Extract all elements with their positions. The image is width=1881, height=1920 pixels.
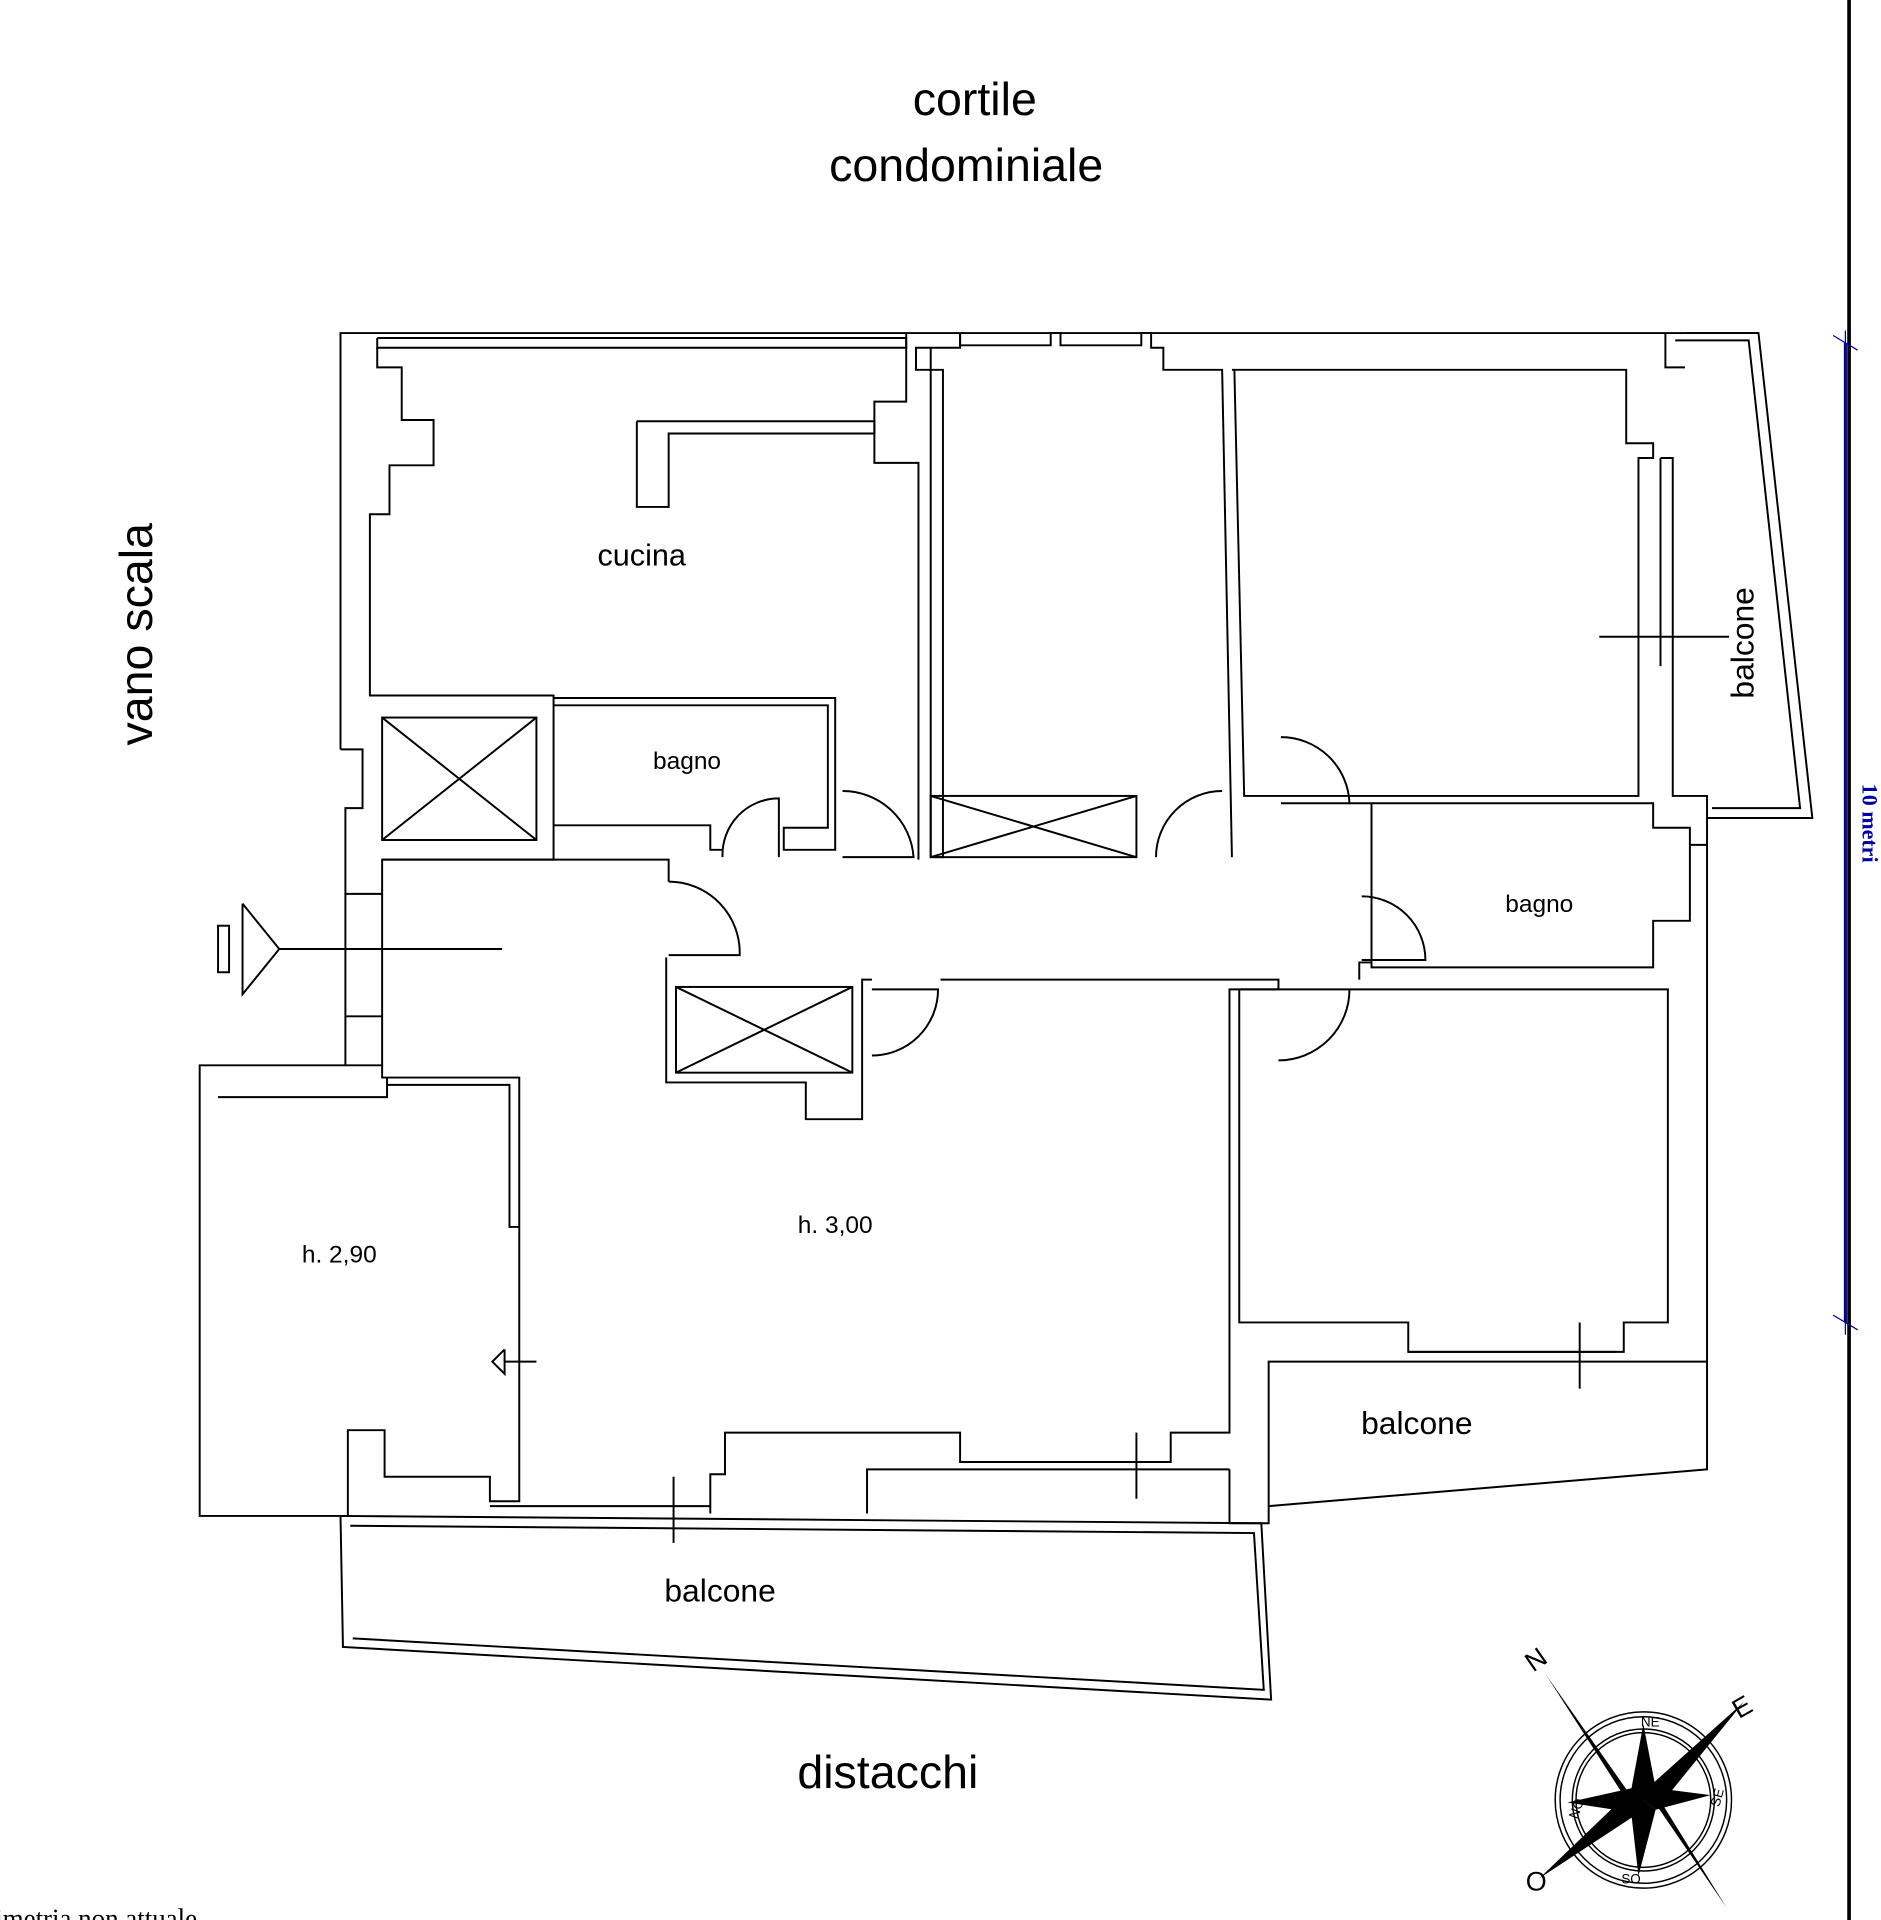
stairwell-label: vano scala: [110, 523, 162, 746]
detachment-label: distacchi: [797, 1746, 978, 1798]
step-arrow-icon: [490, 1348, 537, 1377]
balcony-label-right: balcone: [1725, 587, 1761, 699]
svg-text:N: N: [1519, 1642, 1552, 1678]
doors: [668, 736, 1427, 1062]
courtyard-label-2: condominiale: [829, 139, 1103, 191]
balcony-label-mid: balcone: [1361, 1405, 1473, 1441]
scale-bar: [1832, 330, 1858, 1335]
bathroom-label-1: bagno: [653, 748, 721, 775]
shafts: [381, 716, 1138, 1074]
height-label-main: h. 3,00: [798, 1212, 873, 1239]
svg-text:SE: SE: [1708, 1787, 1727, 1808]
svg-text:NO: NO: [1566, 1797, 1587, 1821]
entrance-arrow-icon: [217, 903, 503, 998]
bathroom-label-2: bagno: [1505, 891, 1573, 918]
compass-rose-icon: N E S O NE SE SO NO: [1519, 1642, 1758, 1908]
courtyard-label-1: cortile: [913, 73, 1037, 125]
svg-text:O: O: [1526, 1867, 1547, 1897]
svg-text:SO: SO: [1621, 1871, 1640, 1886]
svg-text:NE: NE: [1641, 1715, 1660, 1730]
balcony-label-bottom: balcone: [664, 1573, 776, 1609]
walls: [198, 332, 1814, 1701]
kitchen-label: cucina: [597, 539, 686, 573]
footer-note: imetria non attuale: [0, 1903, 197, 1920]
scale-bar-label: 10 metri: [1858, 784, 1881, 863]
height-label-left: h. 2,90: [302, 1241, 377, 1268]
svg-text:E: E: [1727, 1689, 1758, 1724]
